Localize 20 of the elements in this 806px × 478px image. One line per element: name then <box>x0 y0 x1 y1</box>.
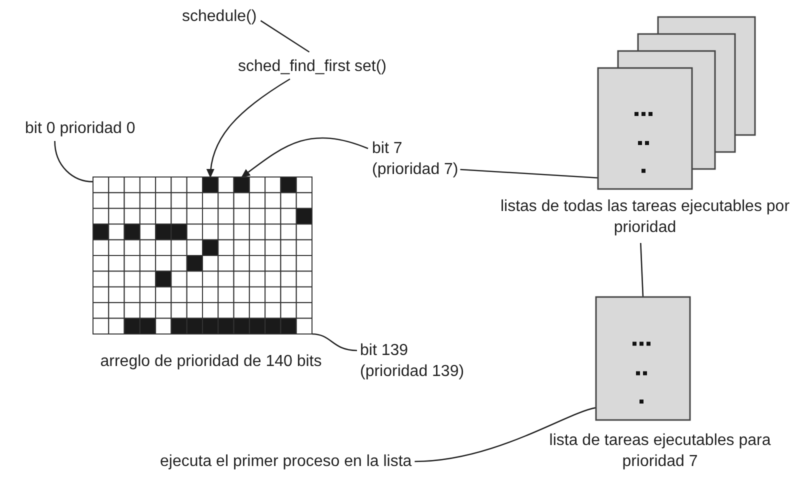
arrow <box>206 78 290 178</box>
annotation-text: sched_find_first set() <box>238 56 387 77</box>
annotation-text: bit 139 (prioridad 139) <box>360 340 464 382</box>
annotation-text: bit 0 prioridad 0 <box>25 118 136 139</box>
array-label: arreglo de prioridad de 140 bits <box>99 352 323 372</box>
arrow <box>241 137 368 178</box>
bit-array-grid <box>93 177 312 334</box>
list-label: listas de todas las tareas ejecutables por prioridad <box>499 197 791 238</box>
leader-line <box>414 407 596 462</box>
task-list-card <box>596 297 690 420</box>
annotation-text: schedule() <box>182 6 257 27</box>
leader-line <box>640 242 644 298</box>
task-list-stack-drawing <box>598 17 756 190</box>
leader-line <box>260 20 310 53</box>
annotation-text: ejecuta el primer proceso en la lista <box>160 451 412 472</box>
annotation-text: bit 7 (prioridad 7) <box>372 138 458 180</box>
leader-line <box>460 168 598 179</box>
leader-line <box>54 140 94 182</box>
leader-line <box>312 333 358 352</box>
list-label: lista de tareas ejecutables para prioridad 7 <box>548 431 772 472</box>
